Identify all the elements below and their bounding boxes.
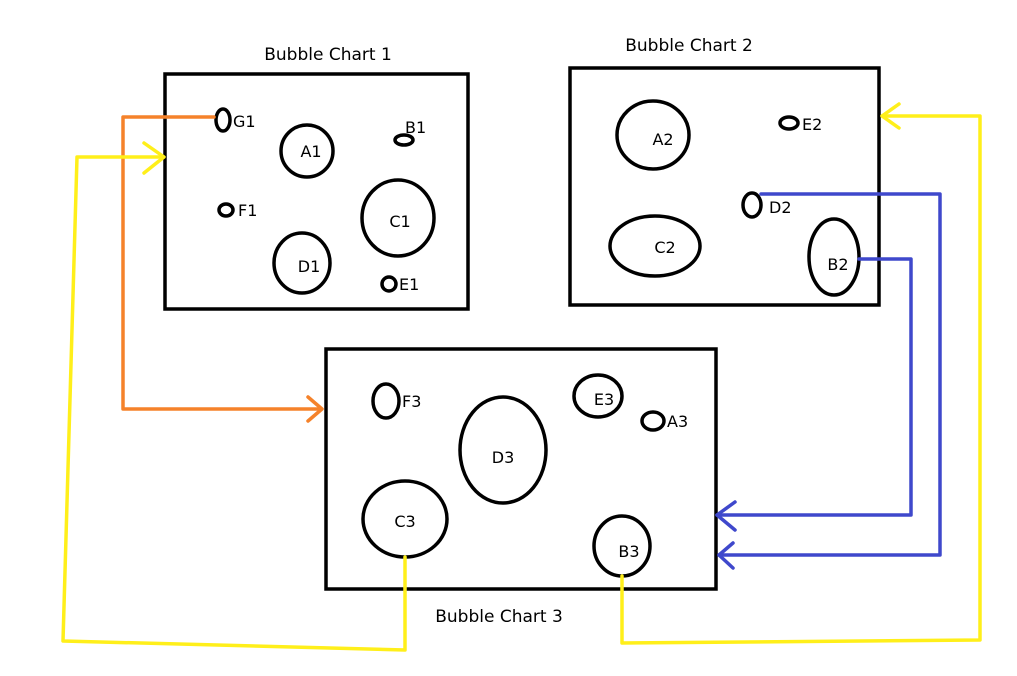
bubble-f1-label: F1	[238, 201, 257, 220]
bubble-d2-label: D2	[769, 198, 792, 217]
bubble-d1-label: D1	[298, 257, 321, 276]
bubble-chart-1: Bubble Chart 1 G1 A1 B1 F1 C1 D1 E1	[163, 45, 470, 311]
chart-1-frame	[163, 72, 470, 311]
bubble-d3: D3	[458, 395, 548, 505]
bubble-f3-label: F3	[402, 392, 421, 411]
bubble-c2: C2	[608, 214, 702, 278]
arrowhead-blue-2	[717, 541, 735, 570]
bubble-e2-label: E2	[802, 115, 822, 134]
bubble-g1: G1	[214, 107, 256, 133]
bubble-a3-label: A3	[667, 412, 688, 431]
bubble-a2-label: A2	[652, 130, 673, 149]
bubble-c1: C1	[360, 178, 436, 258]
bubble-chart-3: Bubble Chart 3 F3 E3 A3 D3 C3 B3	[324, 347, 718, 627]
bubble-b3: B3	[592, 514, 652, 578]
bubble-c3: C3	[361, 479, 449, 559]
bubble-b3-label: B3	[618, 542, 639, 561]
bubble-b2: B2	[807, 217, 861, 297]
bubble-d3-label: D3	[492, 448, 515, 467]
bubble-c3-label: C3	[394, 512, 415, 531]
bubble-g1-label: G1	[233, 112, 256, 131]
bubble-e3: E3	[572, 373, 624, 419]
arrowhead-yellow-2	[880, 102, 901, 130]
chart-2-title: Bubble Chart 2	[625, 36, 753, 56]
bubble-e1-label: E1	[399, 275, 419, 294]
connector-b3-to-chart-2	[620, 102, 982, 645]
chart-1-title: Bubble Chart 1	[264, 45, 392, 65]
bubble-a1-label: A1	[300, 142, 321, 161]
bubble-c2-label: C2	[654, 238, 675, 257]
bubble-a3: A3	[640, 410, 688, 432]
arrowhead-blue-1	[715, 500, 737, 532]
bubble-e2: E2	[778, 115, 822, 134]
connector-c3-to-chart-1	[61, 141, 407, 652]
bubble-c1-label: C1	[389, 212, 410, 231]
bubble-b2-label: B2	[827, 255, 848, 274]
chart-3-frame	[324, 347, 718, 591]
bubble-a1: A1	[279, 123, 335, 179]
connector-g1-to-chart-3	[121, 115, 324, 423]
bubble-d1: D1	[272, 231, 332, 295]
bubble-b1-label: B1	[405, 118, 426, 137]
connector-b2-to-chart-3	[715, 257, 913, 532]
bubble-b1: B1	[393, 118, 426, 147]
arrowhead-yellow-1	[142, 141, 166, 175]
bubble-d2: D2	[741, 191, 792, 219]
connector-d2-to-chart-3	[717, 192, 942, 570]
bubble-e3-label: E3	[594, 390, 614, 409]
arrowhead-orange	[306, 395, 324, 423]
chart-3-title: Bubble Chart 3	[435, 607, 563, 627]
bubble-e1: E1	[380, 275, 419, 294]
chart-2-frame	[568, 66, 881, 307]
bubble-a2: A2	[615, 99, 691, 171]
bubble-f1: F1	[217, 201, 257, 220]
bubble-chart-2: Bubble Chart 2 A2 E2 D2 C2 B2	[568, 36, 881, 307]
bubble-f3: F3	[371, 382, 421, 420]
